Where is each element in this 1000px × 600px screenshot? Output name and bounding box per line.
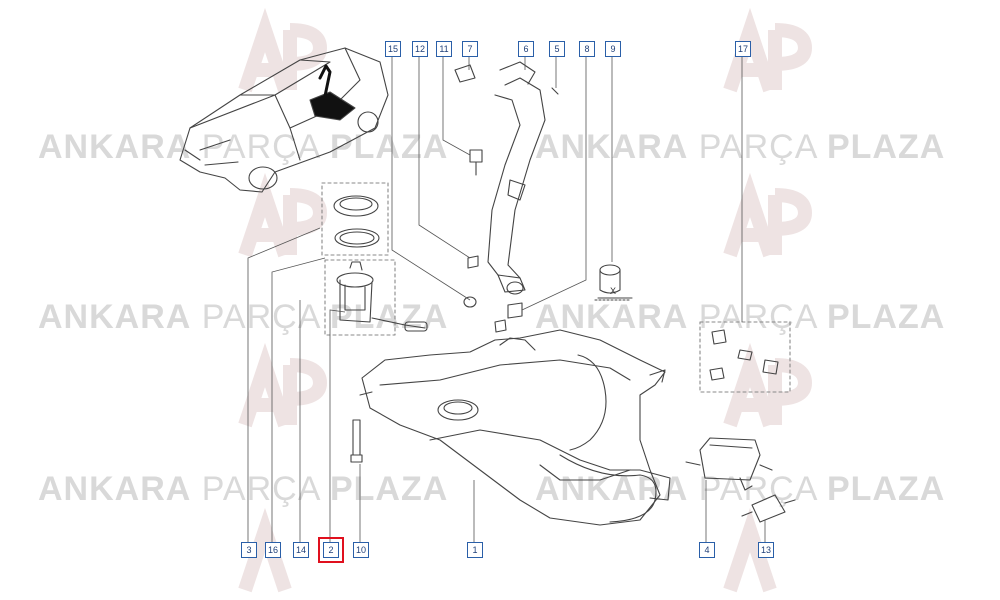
callout-12[interactable]: 12: [412, 41, 428, 57]
callout-14[interactable]: 14: [293, 542, 309, 558]
callout-4[interactable]: 4: [699, 542, 715, 558]
callout-7[interactable]: 7: [462, 41, 478, 57]
car-illustration: [179, 47, 389, 193]
fuel-tank: [359, 329, 671, 526]
callout-1[interactable]: 1: [467, 542, 483, 558]
callout-5[interactable]: 5: [549, 41, 565, 57]
callout-13[interactable]: 13: [758, 542, 774, 558]
callout-11[interactable]: 11: [436, 41, 452, 57]
watermark-text-1: ANKARA PARÇA PLAZA: [38, 128, 449, 166]
watermark-text-5: ANKARA PARÇA PLAZA: [38, 470, 449, 508]
canister: [685, 437, 773, 491]
callout-3[interactable]: 3: [241, 542, 257, 558]
dimension-x-label: X: [610, 286, 617, 296]
callout-10[interactable]: 10: [353, 542, 369, 558]
callout-16[interactable]: 16: [265, 542, 281, 558]
callout-8[interactable]: 8: [579, 41, 595, 57]
callout-6[interactable]: 6: [518, 41, 534, 57]
callout-9[interactable]: 9: [605, 41, 621, 57]
watermark-text-2: ANKARA PARÇA PLAZA: [535, 128, 946, 166]
watermark-text-3: ANKARA PARÇA PLAZA: [38, 298, 449, 336]
callout-15[interactable]: 15: [385, 41, 401, 57]
callout-17[interactable]: 17: [735, 41, 751, 57]
callout-2-highlighted[interactable]: 2: [318, 537, 344, 563]
